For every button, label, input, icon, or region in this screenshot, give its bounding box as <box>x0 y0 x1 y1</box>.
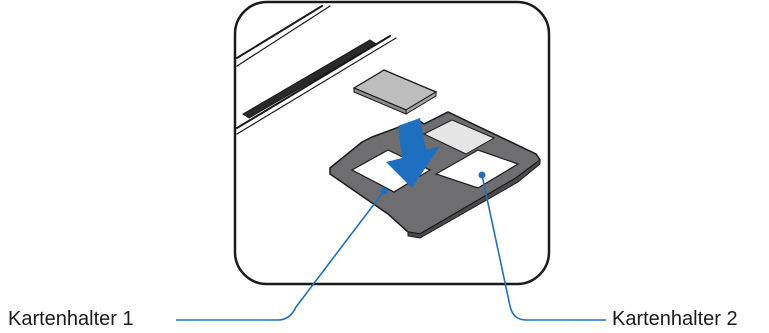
label-kartenhalter-2: Kartenhalter 2 <box>612 308 738 330</box>
leader-line-holder-2 <box>478 171 606 321</box>
label-kartenhalter-1: Kartenhalter 1 <box>8 308 134 330</box>
leader-line-holder-1 <box>176 187 388 321</box>
phone-edge <box>236 5 397 135</box>
sim-tray-icon <box>329 111 542 239</box>
arrow-down-icon <box>386 118 440 188</box>
sim-card-icon <box>352 69 438 115</box>
